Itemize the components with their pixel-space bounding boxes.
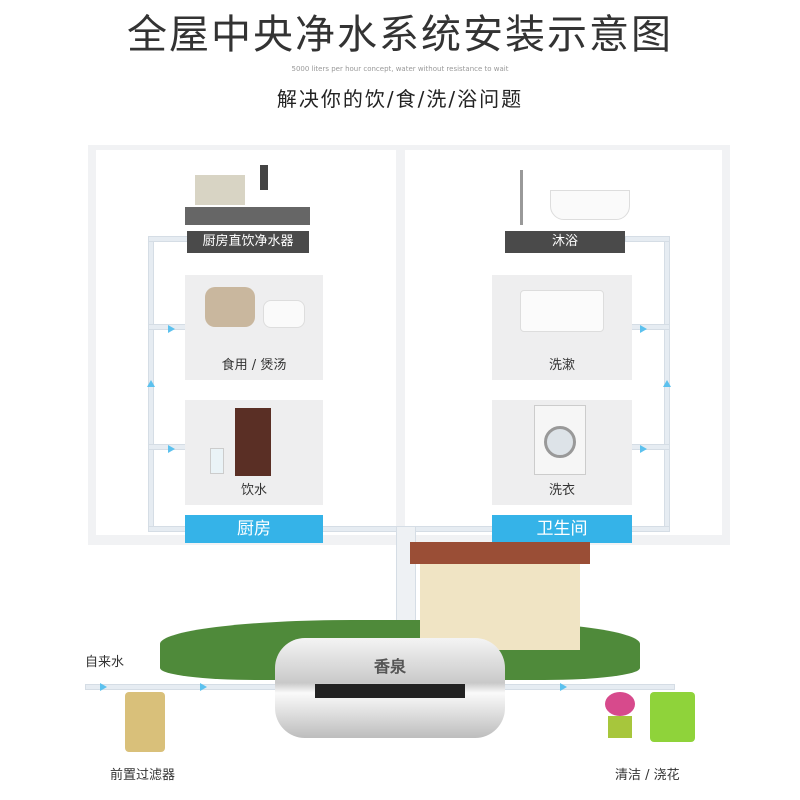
outdoor-label: 清洁 / 浇花 [615,768,680,783]
tap-water-label: 自来水 [85,655,125,670]
kitchen-appliance-image [185,165,315,225]
card-label: 洗漱 [548,358,575,373]
glass-image [210,448,224,474]
card-label: 洗衣 [548,483,575,498]
subtitle: 解决你的饮/食/洗/浴问题 [276,87,524,111]
kitchen-zone-label: 厨房 [185,515,323,543]
pipe [630,324,670,330]
mop-bucket-image [650,692,695,742]
flow-arrow-icon [640,325,647,333]
card-label: 饮水 [240,483,267,498]
bathroom-zone-label: 卫生间 [492,515,632,543]
card-laundry: 洗衣 [492,400,632,505]
pipe [625,236,670,242]
card-washing: 洗漱 [492,275,632,380]
pipe [148,236,188,242]
pipe [630,444,670,450]
flow-arrow-up-icon [147,380,155,387]
house-image [410,542,590,650]
card-cooking: 食用 / 煲汤 [185,275,323,380]
card-drinking: 饮水 [185,400,323,505]
bathroom-top-label: 沐浴 [505,231,625,253]
washing-machine-image [534,405,586,475]
flow-arrow-icon [640,445,647,453]
card-label: 食用 / 煲汤 [221,358,287,373]
flow-arrow-icon [200,683,207,691]
pot-image [263,300,305,328]
prefilter-image [125,692,165,752]
flower-pot-image [600,692,640,742]
flow-arrow-up-icon [663,380,671,387]
subtitle-english: 5000 liters per hour concept, water with… [291,65,509,73]
flow-arrow-icon [100,683,107,691]
brand-logo: 香泉 [373,657,406,676]
wash-basin-image [520,290,604,332]
flow-arrow-icon [168,325,175,333]
water-dispenser-image [235,408,271,476]
kitchen-top-label: 厨房直饮净水器 [187,231,309,253]
rice-cooker-image [205,287,255,327]
prefilter-label: 前置过滤器 [110,768,176,783]
flow-arrow-icon [560,683,567,691]
bathtub-image [505,165,630,230]
central-filter-tank-image: 香泉 [275,638,505,738]
page-title: 全屋中央净水系统安装示意图 [127,12,673,58]
flow-arrow-icon [168,445,175,453]
